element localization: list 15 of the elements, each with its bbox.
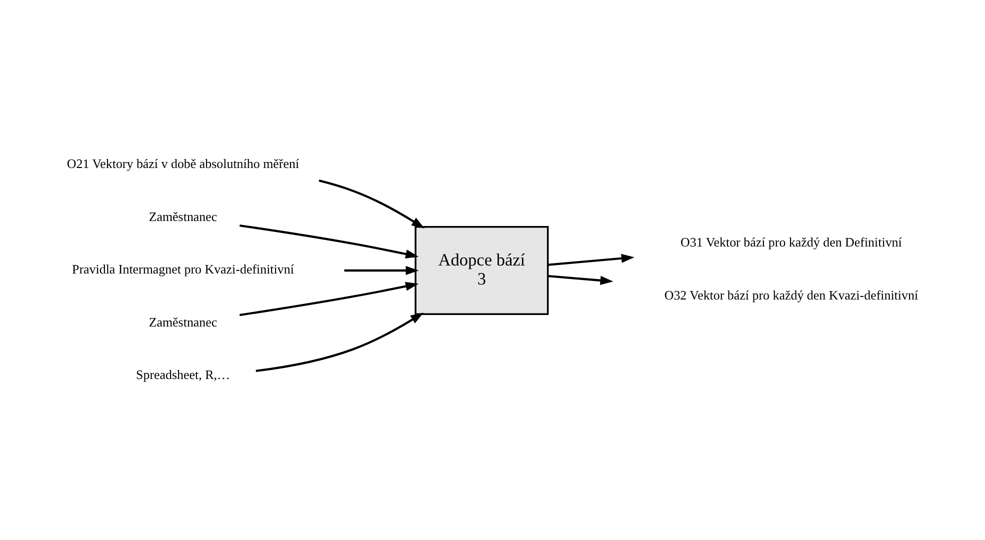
- arrow: [318, 179, 425, 228]
- arrow: [344, 265, 419, 275]
- arrow: [240, 281, 419, 316]
- arrow: [548, 253, 634, 266]
- node-text: Pravidla Intermagnet pro Kvazi-definitivní: [72, 261, 294, 276]
- arrow: [240, 224, 419, 258]
- node-text: O31 Vektor bází pro každý den Definitivní: [680, 234, 902, 250]
- node-text: Spreadsheet, R,…: [136, 366, 230, 382]
- node-text: O32 Vektor bází pro každý den Kvazi-definitivní: [664, 286, 918, 302]
- node-box: Adopce bází 3: [414, 225, 549, 315]
- arrow: [256, 312, 424, 372]
- node-text: Zaměstnanec: [148, 208, 218, 224]
- arrow: [548, 274, 614, 284]
- node-text: Zaměstnanec: [148, 314, 218, 329]
- node-text: O21 Vektory bází v době absolutního měření: [66, 156, 300, 171]
